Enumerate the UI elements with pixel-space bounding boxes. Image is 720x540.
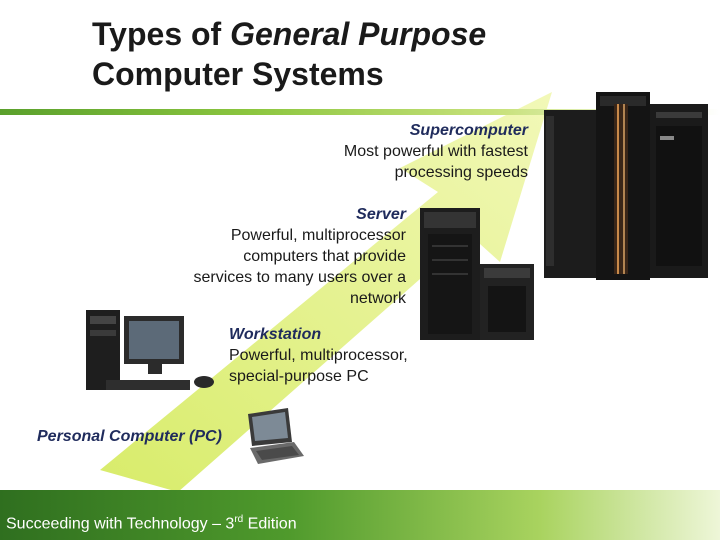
footer-bar [0,490,720,540]
server-desc-line-4: network [349,290,406,307]
server-image [420,208,534,340]
workstation-block: Workstation Powerful, multiprocessor, sp… [229,324,449,387]
pc-block: Personal Computer (PC) [37,426,257,447]
title-line-2: Computer Systems [92,56,384,92]
supercomputer-block: Supercomputer Most powerful with fastest… [300,120,528,183]
server-block: Server Powerful, multiprocessor computer… [150,204,406,309]
workstation-heading: Workstation [229,326,322,343]
workstation-image [86,310,214,390]
footer-text: Succeeding with Technology – 3rd Edition [6,514,297,533]
workstation-desc-line-2: special-purpose PC [229,368,369,385]
server-desc-line-3: services to many users over a [193,269,406,286]
server-desc-line-2: computers that provide [243,248,406,265]
laptop-image [248,408,304,464]
workstation-desc-line-1: Powerful, multiprocessor, [229,347,408,364]
title-line-1: Types of General Purpose [92,16,487,52]
title-divider [0,109,720,115]
supercomputer-image [544,92,708,280]
server-heading: Server [356,206,406,223]
server-desc-line-1: Powerful, multiprocessor [230,227,406,244]
slide-title: Types of General Purpose Computer System… [92,14,486,94]
pc-heading: Personal Computer (PC) [37,428,222,445]
arrow-shape [100,92,552,492]
supercomputer-desc-line-2: processing speeds [394,164,528,181]
supercomputer-heading: Supercomputer [409,122,528,139]
footer-sup: rd [234,514,244,525]
supercomputer-desc-line-1: Most powerful with fastest [343,143,528,160]
title-italic: General Purpose [230,16,487,52]
